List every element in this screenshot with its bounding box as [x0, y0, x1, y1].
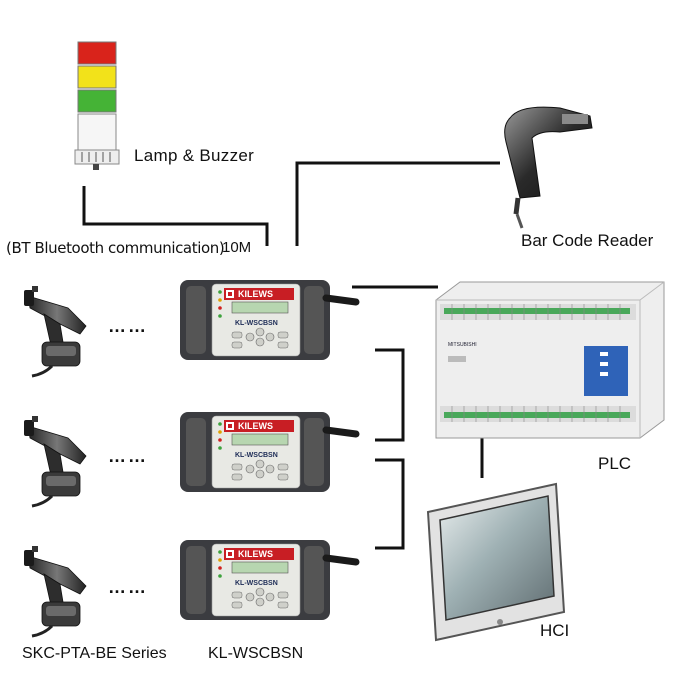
plc-brand-label: MITSUBISHI — [448, 342, 477, 348]
ellipsis-connector: …… — [108, 446, 148, 466]
hci-panel — [426, 482, 566, 642]
controller-2: KILEWS KL-WSCBSN — [180, 412, 356, 492]
controller-3: KILEWS KL-WSCBSN — [180, 540, 356, 620]
lamp-buzzer-label: Lamp & Buzzer — [134, 146, 255, 165]
plc-label: PLC — [598, 454, 632, 473]
screwdriver-tool-1 — [22, 284, 88, 378]
ellipsis-connector: …… — [108, 316, 148, 336]
screwdriver-tool-2 — [22, 414, 88, 508]
controller-model-label: KL-WSCBSN — [235, 320, 278, 327]
screwdriver-tool-3 — [22, 544, 88, 638]
bluetooth-note-label: (BT Bluetooth communication) — [6, 239, 225, 257]
controller-model-label: KL-WSCBSN — [235, 580, 278, 587]
controller-model-label: KL-WSCBSN — [235, 452, 278, 459]
plc-unit: MITSUBISHI — [435, 281, 665, 439]
bracket-2-3 — [375, 458, 405, 550]
lamp-cable — [82, 186, 269, 246]
signal-tower — [74, 41, 120, 170]
hci-label: HCI — [540, 621, 570, 640]
barcode-cable — [295, 161, 500, 246]
controller-brand-label: KILEWS — [238, 289, 273, 299]
controller-model-caption: KL-WSCBSN — [208, 645, 304, 662]
barcode-reader-label: Bar Code Reader — [521, 231, 654, 250]
controller-brand-label: KILEWS — [238, 549, 273, 559]
controller-brand-label: KILEWS — [238, 421, 273, 431]
tool-series-label: SKC-PTA-BE Series — [22, 645, 167, 662]
barcode-scanner — [504, 106, 593, 229]
bracket-1-2 — [375, 348, 405, 442]
ellipsis-connector: …… — [108, 577, 148, 597]
connection-lines — [82, 161, 500, 550]
controller-1: KILEWS KL-WSCBSN — [180, 280, 356, 360]
cable-length-label: 10M — [222, 239, 252, 256]
plc-bottom-terminals — [444, 412, 630, 418]
plc-top-terminals — [444, 308, 630, 314]
